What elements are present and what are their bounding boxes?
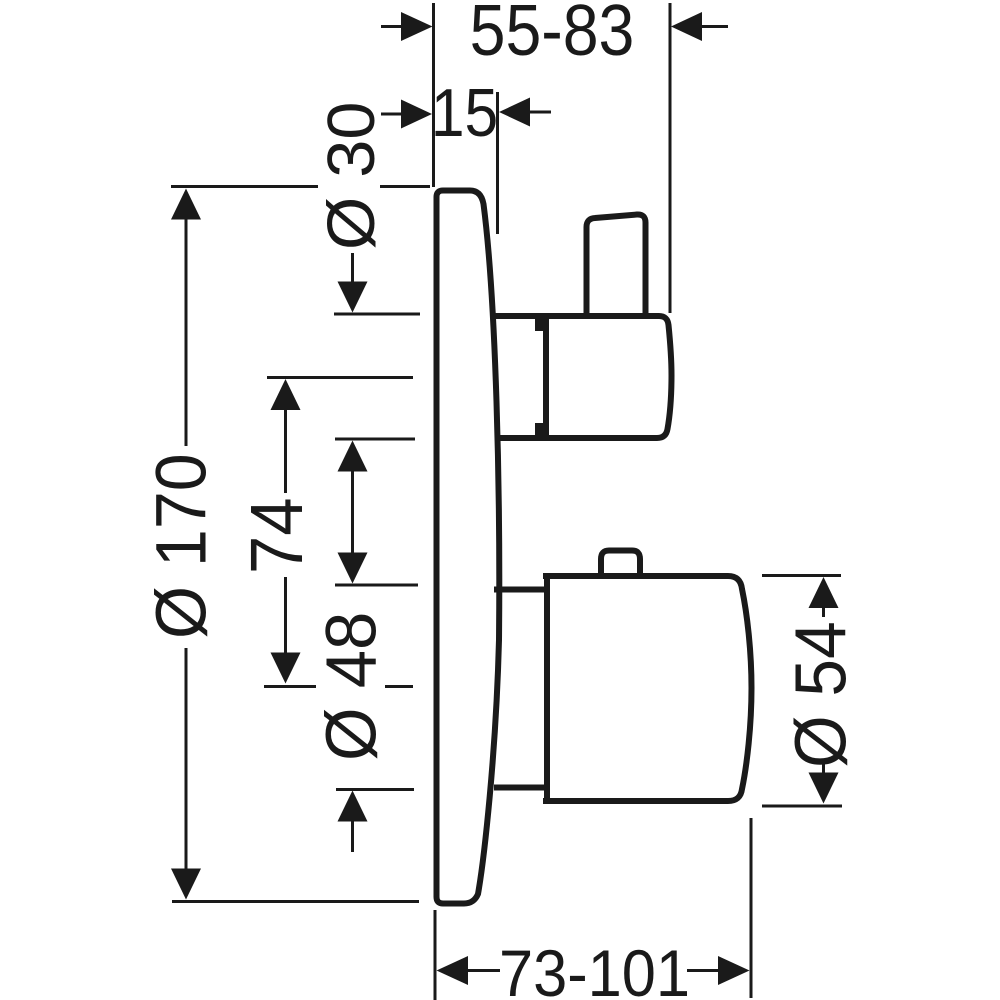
svg-text:Ø 54: Ø 54: [781, 621, 861, 768]
svg-text:Ø 30: Ø 30: [315, 102, 389, 250]
svg-text:74: 74: [236, 497, 319, 574]
svg-text:73-101: 73-101: [499, 936, 690, 1000]
svg-text:55-83: 55-83: [470, 0, 635, 71]
svg-text:Ø 48: Ø 48: [312, 612, 391, 761]
svg-text:Ø 170: Ø 170: [141, 453, 221, 639]
svg-text:15: 15: [431, 75, 498, 151]
